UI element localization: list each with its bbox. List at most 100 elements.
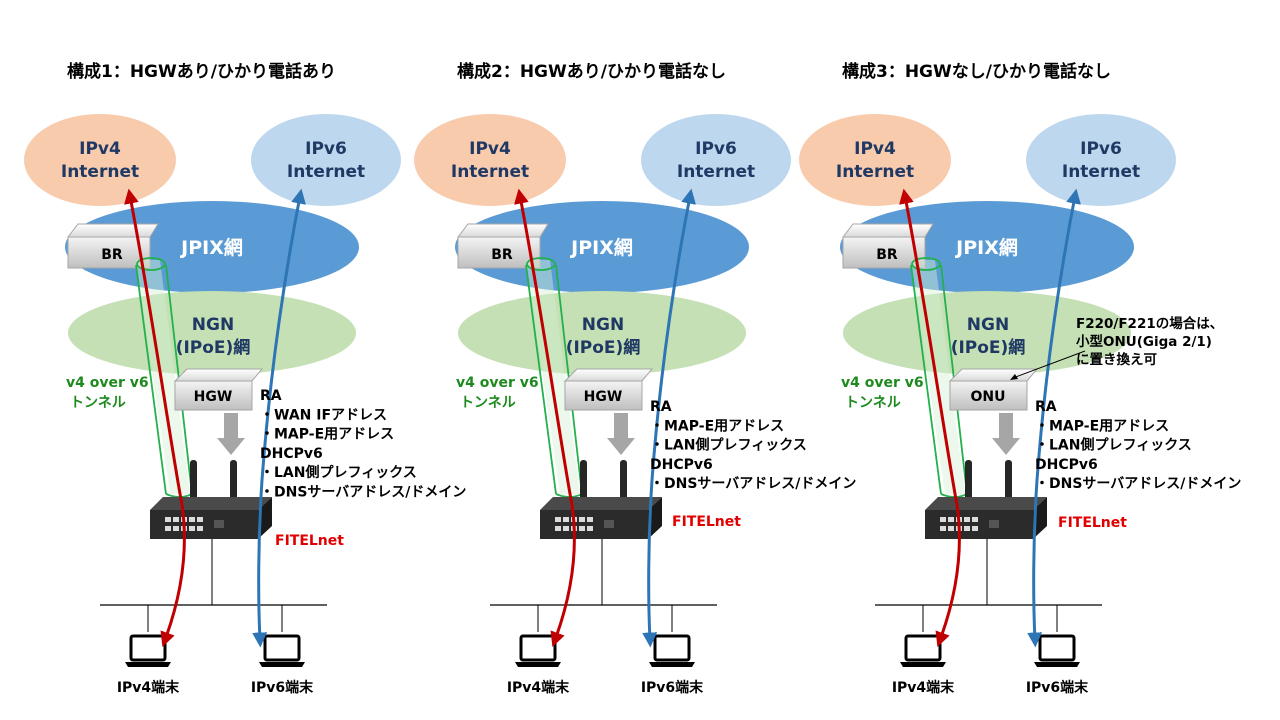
router-port bbox=[197, 526, 203, 531]
ngn-label-ipoe: (IPoE)網 bbox=[951, 337, 1026, 358]
router-antenna-right bbox=[230, 460, 237, 500]
router-port bbox=[555, 526, 561, 531]
router-port bbox=[165, 517, 171, 522]
provision-info-line: RA bbox=[1035, 399, 1057, 415]
ipv4-terminal-label: IPv4端末 bbox=[892, 679, 955, 696]
router-port bbox=[587, 526, 593, 531]
router-port bbox=[579, 526, 585, 531]
ipv6-cloud-label: IPv6 bbox=[695, 139, 737, 159]
ipv6-terminal-icon bbox=[259, 634, 305, 667]
router-top bbox=[150, 497, 272, 510]
provision-down-arrow bbox=[217, 413, 245, 455]
ipv4-terminal-label: IPv4端末 bbox=[507, 679, 570, 696]
br-box-top bbox=[66, 223, 159, 238]
laptop-screen bbox=[519, 634, 557, 662]
ipv4-cloud-label-internet: Internet bbox=[61, 162, 139, 182]
router-body bbox=[925, 510, 1033, 539]
router-port bbox=[189, 526, 195, 531]
router-antenna-left bbox=[965, 460, 972, 500]
router-port bbox=[948, 517, 954, 522]
provision-info-line: ・LAN側プレフィックス bbox=[1035, 437, 1192, 454]
laptop-screen bbox=[904, 634, 942, 662]
ipv4-cloud-label-internet: Internet bbox=[451, 162, 529, 182]
router-port-console bbox=[214, 520, 224, 528]
router-antenna-left bbox=[580, 460, 587, 500]
note-pointer-head bbox=[1010, 374, 1018, 380]
jpix-label: JPIX網 bbox=[179, 236, 243, 259]
config-2: 構成2：HGWあり/ひかり電話なしIPv4InternetIPv6Interne… bbox=[414, 61, 856, 696]
br-label: BR bbox=[876, 247, 898, 263]
router-port bbox=[173, 526, 179, 531]
router-top bbox=[540, 497, 662, 510]
ipv4-internet-cloud bbox=[24, 114, 176, 206]
provision-info-line: ・WAN IFアドレス bbox=[260, 407, 387, 423]
onu-replacement-note: に置き換え可 bbox=[1076, 351, 1157, 368]
router-port bbox=[972, 517, 978, 522]
ipv6-cloud-label: IPv6 bbox=[305, 139, 347, 159]
tunnel-label: v4 over v6 bbox=[841, 375, 924, 391]
br-label: BR bbox=[491, 247, 513, 263]
ipv6-internet-cloud bbox=[1026, 114, 1176, 206]
router-body bbox=[540, 510, 648, 539]
provision-info-line: ・LAN側プレフィックス bbox=[650, 437, 807, 454]
laptop-screen bbox=[653, 634, 691, 662]
router-port bbox=[563, 517, 569, 522]
router-label: FITELnet bbox=[1058, 515, 1127, 531]
provision-info-line: ・MAP-E用アドレス bbox=[650, 418, 784, 434]
ipv4-cloud-label: IPv4 bbox=[469, 139, 511, 159]
jpix-label: JPIX網 bbox=[954, 236, 1018, 259]
laptop-base bbox=[515, 662, 561, 667]
laptop-screen bbox=[129, 634, 167, 662]
ipv6-internet-cloud bbox=[251, 114, 401, 206]
router-port bbox=[173, 517, 179, 522]
gateway-box bbox=[564, 380, 643, 411]
router-port bbox=[587, 517, 593, 522]
router-port-console bbox=[604, 520, 614, 528]
router-port bbox=[972, 526, 978, 531]
provision-info-line: RA bbox=[260, 388, 282, 404]
ipv6-terminal-icon bbox=[649, 634, 695, 667]
router-label: FITELnet bbox=[672, 514, 741, 530]
ipv6-internet-cloud bbox=[641, 114, 791, 206]
router-port bbox=[165, 526, 171, 531]
provision-info-line: ・MAP-E用アドレス bbox=[260, 427, 394, 443]
router-port bbox=[579, 517, 585, 522]
gateway-box bbox=[174, 380, 253, 411]
gateway-box-top bbox=[563, 368, 654, 382]
ipv6-terminal-label: IPv6端末 bbox=[1026, 679, 1089, 696]
ipv6-cloud-label-internet: Internet bbox=[677, 162, 755, 182]
router-port bbox=[555, 517, 561, 522]
tunnel-label-2: トンネル bbox=[70, 395, 126, 411]
provision-info-line: DHCPv6 bbox=[260, 446, 323, 462]
router-antenna-right bbox=[1005, 460, 1012, 500]
router-antenna-right bbox=[620, 460, 627, 500]
gateway-box bbox=[949, 380, 1028, 411]
ipv6-terminal-label: IPv6端末 bbox=[641, 679, 704, 696]
provision-info-line: ・DNSサーバアドレス/ドメイン bbox=[1035, 476, 1241, 492]
ipv4-traffic-arrow bbox=[899, 188, 961, 648]
ngn-label: NGN bbox=[192, 315, 234, 335]
ipv4-terminal-icon bbox=[900, 634, 946, 667]
br-box-top bbox=[456, 223, 549, 238]
router-port bbox=[189, 517, 195, 522]
gateway-label: HGW bbox=[194, 389, 233, 405]
ipv6-cloud-label-internet: Internet bbox=[287, 162, 365, 182]
provision-down-arrow bbox=[607, 413, 635, 455]
router-label: FITELnet bbox=[275, 533, 344, 549]
tunnel-label: v4 over v6 bbox=[66, 375, 149, 391]
ipv6-traffic-arrow bbox=[1027, 188, 1081, 648]
ngn-label: NGN bbox=[582, 315, 624, 335]
router-port bbox=[197, 517, 203, 522]
config-3: 構成3：HGWなし/ひかり電話なしIPv4InternetIPv6Interne… bbox=[799, 61, 1241, 696]
router-port bbox=[964, 526, 970, 531]
provision-info-line: RA bbox=[650, 399, 672, 415]
provision-down-arrow bbox=[992, 413, 1020, 455]
provision-info-line: ・LAN側プレフィックス bbox=[260, 464, 417, 481]
laptop-screen bbox=[263, 634, 301, 662]
router-top bbox=[925, 497, 1047, 510]
laptop-base bbox=[259, 662, 305, 667]
note-pointer-line bbox=[1012, 350, 1086, 379]
provision-info-line: ・DNSサーバアドレス/ドメイン bbox=[650, 476, 856, 492]
ipv4-internet-cloud bbox=[414, 114, 566, 206]
router-port-console bbox=[989, 520, 999, 528]
